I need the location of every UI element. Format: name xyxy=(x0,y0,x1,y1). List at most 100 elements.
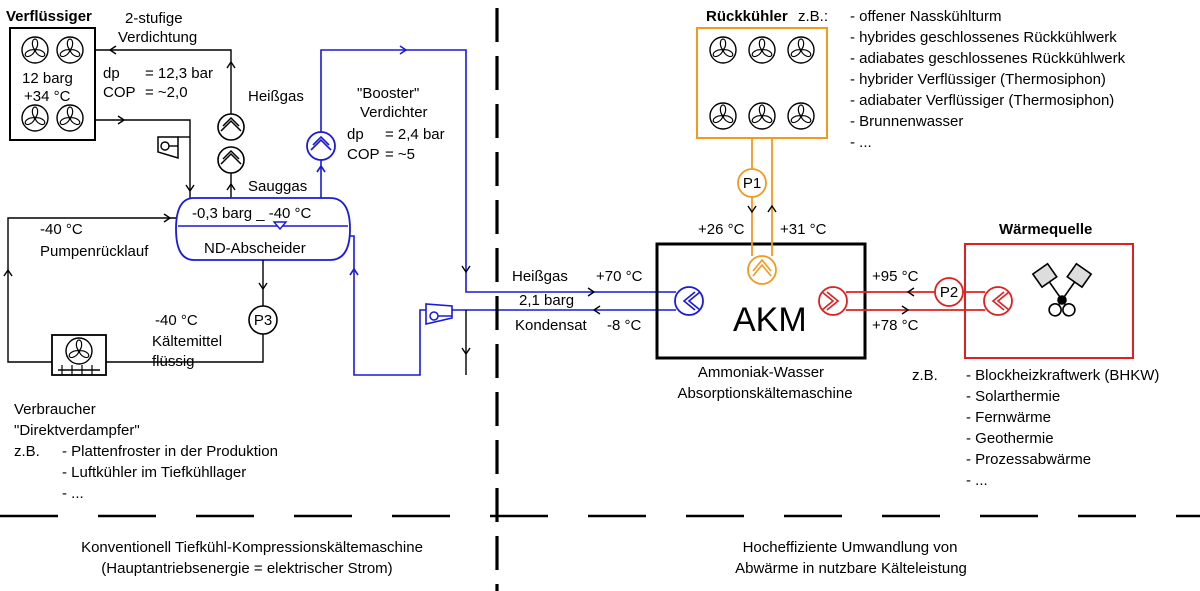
footer-right-1: Hocheffiziente Umwandlung von xyxy=(743,539,958,556)
cooler-item: - Brunnenwasser xyxy=(850,113,963,130)
fan-icon xyxy=(21,104,49,132)
consumer-item: - ... xyxy=(62,485,84,502)
cooling-temp-in: +26 °C xyxy=(698,221,745,238)
suction-gas-label: Sauggas xyxy=(248,178,307,195)
consumer-item: - Plattenfroster in der Produktion xyxy=(62,443,278,460)
cooler-eg: z.B.: xyxy=(798,8,828,25)
cooler-item: - adiabater Verflüssiger (Thermosiphon) xyxy=(850,92,1114,109)
cooling-temp-out: +31 °C xyxy=(780,221,827,238)
cooler-title: Rückkühler xyxy=(706,8,788,25)
compression-title-2: Verdichtung xyxy=(118,29,197,46)
cooling-arrows xyxy=(747,204,777,214)
separator-state: -0,3 barg _ -40 °C xyxy=(192,205,312,222)
heat-source-item: - Geothermie xyxy=(966,430,1054,447)
akm-label: AKM xyxy=(733,301,807,339)
heat-source-item: - ... xyxy=(966,472,988,489)
footer-left-2: (Hauptantriebsenergie = elektrischer Str… xyxy=(101,560,392,577)
hotgas-label-left: Heißgas xyxy=(248,88,304,105)
consumer-unit xyxy=(51,334,107,376)
separator-name: ND-Abscheider xyxy=(204,240,306,257)
cooler-item: - hybrider Verflüssiger (Thermosiphon) xyxy=(850,71,1106,88)
consumer-title: Verbraucher xyxy=(14,401,96,418)
heating-arrows xyxy=(901,287,915,315)
return-label: Pumpenrücklauf xyxy=(40,243,149,260)
heating-water-circuit xyxy=(846,243,1134,359)
heat-source-item: - Fernwärme xyxy=(966,409,1051,426)
fan-icon xyxy=(21,36,49,64)
consumer-item: - Luftkühler im Tiefkühllager xyxy=(62,464,246,481)
condenser xyxy=(9,27,96,141)
cooler-item: - adiabates geschlossenes Rückkühlwerk xyxy=(850,50,1126,67)
compression-cop-label: COP xyxy=(103,84,136,101)
fan-icon xyxy=(787,102,815,130)
booster-dp-value: = 2,4 bar xyxy=(385,126,445,143)
heat-source-item: - Prozessabwärme xyxy=(966,451,1091,468)
footer-right-2: Abwärme in nutzbare Kälteleistung xyxy=(735,560,967,577)
separator-vessel xyxy=(175,197,351,261)
fan-icon xyxy=(748,102,776,130)
heating-temp-cold: +78 °C xyxy=(872,317,919,334)
compression-dp-label: dp xyxy=(103,65,120,82)
condenser-title: Verflüssiger xyxy=(6,8,92,25)
fan-icon xyxy=(748,36,776,64)
liquid-temp: -40 °C xyxy=(155,312,198,329)
akm-box xyxy=(655,242,867,360)
engine-icon xyxy=(1031,262,1093,317)
booster-cop-label: COP xyxy=(347,146,380,163)
akm-caption-1: Ammoniak-Wasser xyxy=(698,364,824,381)
return-temp: -40 °C xyxy=(40,221,83,238)
consumer-loop xyxy=(7,217,264,363)
mid-hotgas-temp: +70 °C xyxy=(596,268,643,285)
booster-compressor xyxy=(306,131,336,161)
pump-p2: P2 xyxy=(934,277,964,307)
fan-icon xyxy=(709,36,737,64)
pump-p3: P3 xyxy=(248,305,278,335)
liquid-line-2: flüssig xyxy=(152,353,195,370)
mid-condensate: Kondensat xyxy=(515,317,588,334)
mid-pressure: 2,1 barg xyxy=(519,292,574,309)
fan-icon xyxy=(709,102,737,130)
heat-source-item: - Solarthermie xyxy=(966,388,1060,405)
booster-title-2: Verdichter xyxy=(360,104,428,121)
pump-p1: P1 xyxy=(737,168,767,198)
pump-p2-label: P2 xyxy=(940,284,958,301)
fan-icon xyxy=(56,36,84,64)
liquid-line-1: Kältemittel xyxy=(152,333,222,350)
compression-cop-value: = ~2,0 xyxy=(145,84,188,101)
desorber-hx xyxy=(818,286,848,316)
mid-condensate-temp: -8 °C xyxy=(607,317,642,334)
mid-hotgas: Heißgas xyxy=(512,268,568,285)
footer-left-1: Konventionell Tiefkühl-Kompressionskälte… xyxy=(81,539,423,556)
consumer-eg: z.B. xyxy=(14,443,40,460)
booster-cop-value: = ~5 xyxy=(385,146,415,163)
pump-p1-label: P1 xyxy=(743,175,761,192)
float-valve-icon xyxy=(425,303,467,375)
akm-generator-hx xyxy=(674,286,704,316)
expansion-valve-icon xyxy=(157,136,190,160)
heat-source-eg: z.B. xyxy=(912,367,938,384)
heating-temp-hot: +95 °C xyxy=(872,268,919,285)
condenser-pressure: 12 barg xyxy=(22,70,73,87)
compression-dp-value: = 12,3 bar xyxy=(145,65,213,82)
cooler-item: - ... xyxy=(850,134,872,151)
compressor-stage-1 xyxy=(217,146,245,174)
cooler-item: - offener Nasskühlturm xyxy=(850,8,1001,25)
cooling-water-circuit xyxy=(696,27,828,256)
flow-arrows xyxy=(108,45,236,193)
compression-title-1: 2-stufige xyxy=(125,10,183,27)
fan-icon xyxy=(787,36,815,64)
fan-icon xyxy=(56,104,84,132)
booster-dp-label: dp xyxy=(347,126,364,143)
cooler-item: - hybrides geschlossenes Rückkühlwerk xyxy=(850,29,1117,46)
booster-title-1: "Booster" xyxy=(357,85,419,102)
pump-p3-label: P3 xyxy=(254,312,272,329)
heat-source-title: Wärmequelle xyxy=(999,221,1092,238)
absorber-hx xyxy=(747,255,777,285)
heat-source-item: - Blockheizkraftwerk (BHKW) xyxy=(966,367,1159,384)
condenser-temp: +34 °C xyxy=(24,88,71,105)
consumer-subtitle: "Direktverdampfer" xyxy=(14,422,140,439)
heat-source-hx xyxy=(983,286,1013,316)
consumer-arrows xyxy=(3,213,268,291)
akm-caption-2: Absorptionskältemaschine xyxy=(677,385,852,402)
